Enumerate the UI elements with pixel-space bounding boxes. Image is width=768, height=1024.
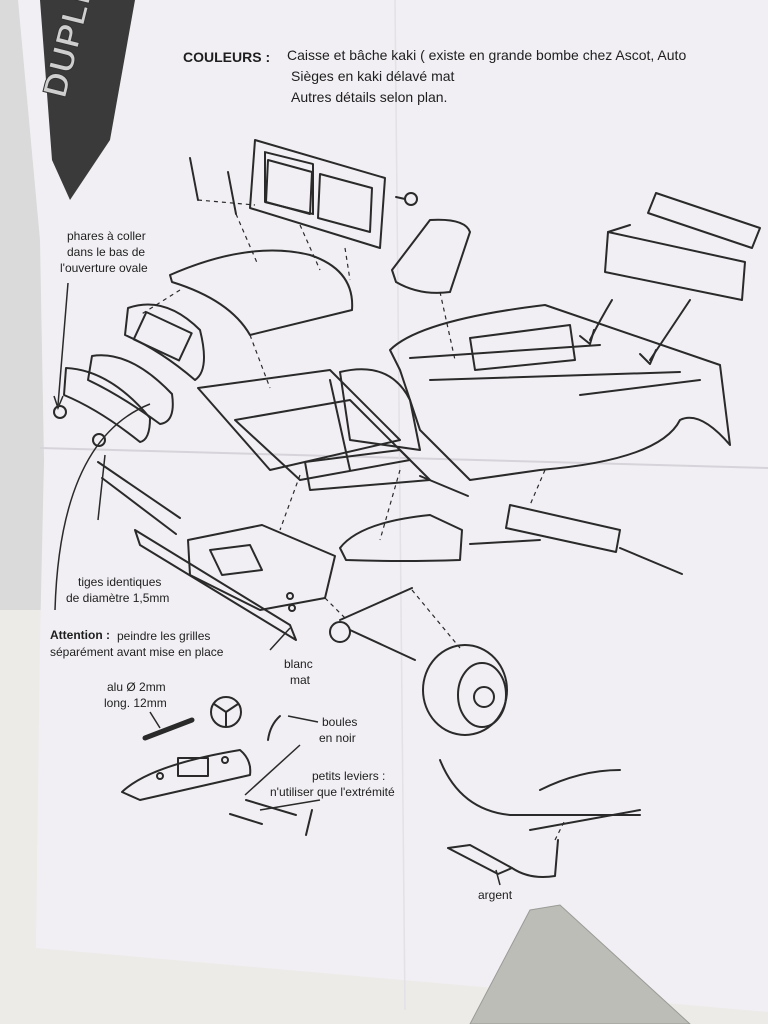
windscreen-frame [249,139,418,249]
fuel-tank [339,514,463,562]
vehicle-body [389,304,731,481]
grey-card [469,904,691,1024]
colors-label: COULEURS : [183,49,271,65]
note-boules-1: boules [322,715,358,729]
note-attention-text: peindre les grilles [117,629,211,643]
wheel [422,644,508,736]
wipers [189,157,237,215]
grille-mesh [87,354,174,425]
note-mat: mat [290,673,311,687]
note-boules-2: en noir [319,731,356,745]
brand-band [40,0,135,200]
note-tiges-2: de diamètre 1,5mm [66,591,170,605]
note-alu-2: long. 12mm [104,696,167,710]
side-panel [339,368,421,451]
note-phares-1: phares à coller [67,229,146,243]
bench-seat [604,192,761,301]
note-blanc: blanc [284,657,313,671]
note-phares-2: dans le bas de [67,245,146,259]
rear-crossmember [505,504,683,575]
note-tiges-1: tiges identiques [78,575,162,589]
steering-column [329,587,416,661]
note-attention-line2: séparément avant mise en place [50,645,224,659]
colors-line-3: Autres détails selon plan. [291,89,448,105]
grille-rear [63,367,151,443]
lever-knob [267,715,281,741]
note-phares-3: l'ouverture ovale [60,261,148,275]
alu-tube [142,717,195,741]
bonnet [169,249,354,336]
instruction-sheet [18,0,768,1012]
floor-pan [197,369,469,497]
exhaust [447,839,559,878]
note-argent: argent [478,888,513,902]
steering-wheel [210,696,242,728]
grille-front [124,303,205,381]
seat [391,218,471,294]
note-attention-label: Attention : [50,628,110,642]
headlight-left [53,405,67,419]
note-leviers-1: petits leviers : [312,769,386,783]
dashboard [121,749,252,801]
headlight-right [92,433,106,447]
rear-frame-sketch [439,759,641,831]
colors-line-1: Caisse et bâche kaki ( existe en grande … [287,47,687,63]
note-alu-1: alu Ø 2mm [107,680,166,694]
small-lever [305,809,313,836]
rods [97,461,181,535]
note-leviers-2: n'utiliser que l'extrémité [270,785,395,799]
colors-line-2: Sièges en kaki délavé mat [291,68,455,84]
